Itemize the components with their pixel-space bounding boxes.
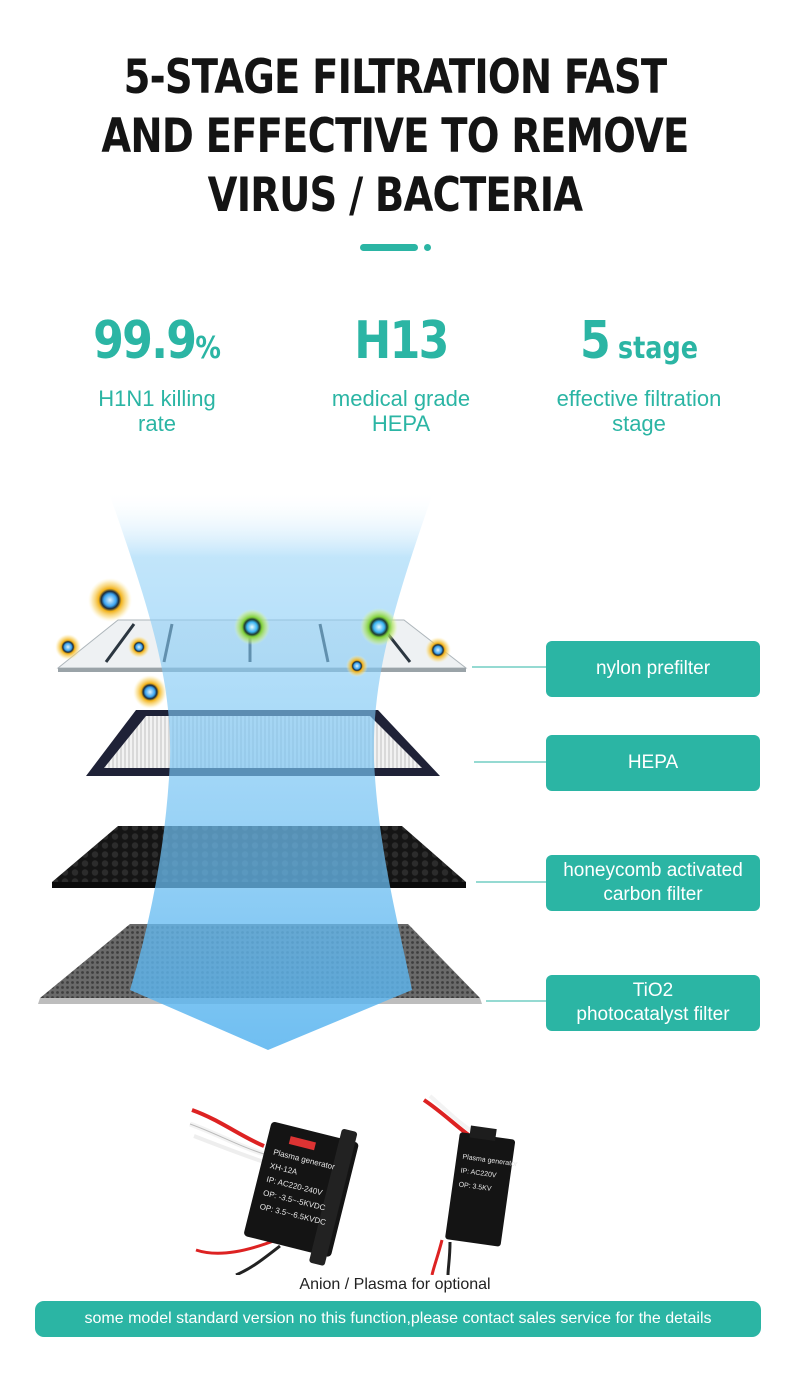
stat-hepa-grade-value: H13 [354,311,449,371]
title-line-2: AND EFFECTIVE TO REMOVE [101,109,689,164]
plasma-modules-illustration: Plasma generator XH-12A IP: AC220-240V O… [189,1094,518,1275]
particle-icon [360,608,398,646]
stat-hepa-grade-desc: medical grade HEPA [331,386,471,436]
stat-filtration-stages-desc: effective filtration stage [556,386,722,436]
particle-icon [346,655,368,677]
particle-icon [55,634,81,660]
stat-killing-rate: 99.9% H1N1 killing rate [37,310,277,436]
stat-hepa-grade: H13 medical grade HEPA [281,310,521,436]
label-hepa: HEPA [546,735,760,791]
title-accent-dot [424,244,431,251]
title-line-1: 5-STAGE FILTRATION FAST [123,50,668,105]
particle-icon [234,609,270,645]
stat-killing-rate-desc: H1N1 killing rate [98,386,216,436]
stat-filtration-stages: 5 stage effective filtration stage [519,310,759,436]
contact-sales-note: some model standard version no this func… [35,1301,761,1337]
particle-icon [133,675,167,709]
title-accent-bar [360,244,418,251]
plasma-module-2: Plasma generator IP: AC220V OP: 3.5KV [445,1125,518,1247]
svg-text:OP: 3.5KV: OP: 3.5KV [458,1181,492,1193]
particles [55,578,451,709]
title-line-3: VIRUS / BACTERIA [207,168,583,223]
page-title: 5-STAGE FILTRATION FAST AND EFFECTIVE TO… [71,48,719,225]
filter-layers-illustration [38,490,546,1050]
stat-filtration-stages-value: 5 stage [579,311,699,371]
leader-lines [472,666,546,1002]
particle-icon [128,636,150,658]
airflow-beam [108,490,434,1050]
particle-icon [88,578,132,622]
label-nylon-prefilter: nylon prefilter [546,641,760,697]
anion-plasma-caption: Anion / Plasma for optional [299,1276,491,1293]
plasma-module-1: Plasma generator XH-12A IP: AC220-240V O… [244,1121,359,1266]
stat-killing-rate-value: 99.9% [93,311,221,371]
particle-icon [425,637,451,663]
